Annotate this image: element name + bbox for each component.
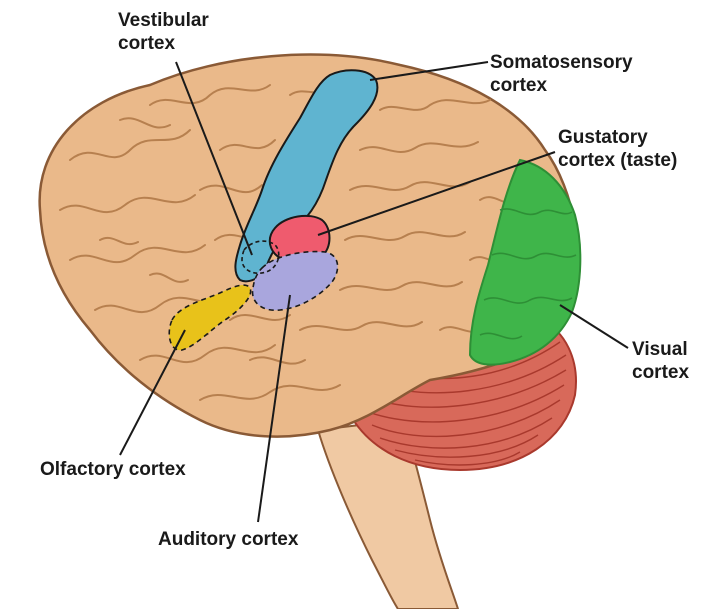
visual-label-line1: Visual [632,339,688,360]
olfactory-label-line1: Olfactory cortex [40,459,186,480]
olfactory-cortex-area [168,284,252,351]
gustatory-label-line1: Gustatory [558,127,648,148]
auditory-leader [257,294,291,523]
gustatory-leader [317,151,556,236]
gustatory-label: Gustatory cortex (taste) [558,127,677,171]
auditory-label-line1: Auditory cortex [158,529,299,550]
gustatory-label-line2: cortex (taste) [558,150,677,171]
vestibular-label: Vestibular cortex [118,10,214,54]
somatosensory-label-line2: cortex [490,75,547,96]
visual-cortex-region [468,158,582,366]
somatosensory-leader [369,61,489,81]
auditory-label: Auditory cortex [158,529,299,550]
somatosensory-label-line1: Somatosensory [490,52,633,73]
olfactory-leader [119,329,186,456]
vestibular-leader [175,61,253,256]
olfactory-label: Olfactory cortex [40,459,186,480]
visual-cortex-folds [479,208,577,340]
leader-lines [119,61,629,523]
gyri-folds [59,84,516,401]
somatosensory-label: Somatosensory cortex [490,52,638,96]
vestibular-label-line2: cortex [118,33,175,54]
visual-label: Visual cortex [632,339,693,383]
vestibular-label-line1: Vestibular [118,10,209,31]
visual-leader [559,304,629,349]
visual-label-line2: cortex [632,362,689,383]
